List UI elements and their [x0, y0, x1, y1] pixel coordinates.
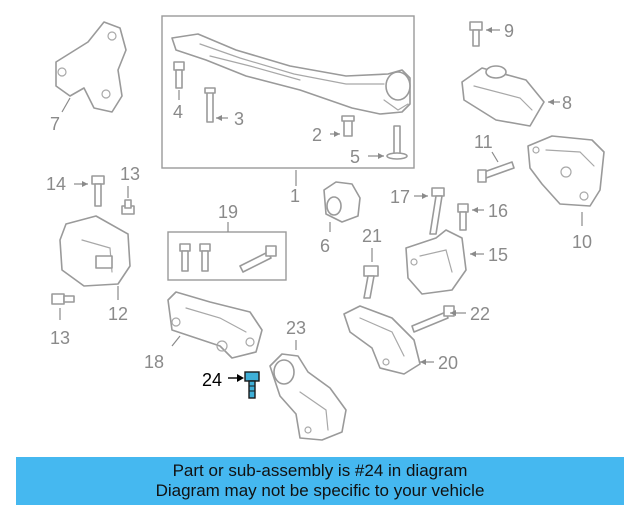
- callout-23: 23: [286, 318, 306, 338]
- callout-11: 11: [474, 132, 493, 152]
- banner-line-2: Diagram may not be specific to your vehi…: [155, 481, 485, 500]
- callout-19: 19: [218, 202, 238, 222]
- info-banner: Part or sub-assembly is #24 in diagram D…: [16, 457, 624, 505]
- part-12-mount[interactable]: [59, 215, 131, 287]
- part-14-bolt[interactable]: [91, 175, 105, 207]
- part-20-bracket[interactable]: [343, 305, 421, 375]
- callout-7: 7: [50, 114, 60, 134]
- part-13-bolt-upper[interactable]: [121, 199, 135, 215]
- crossmember-group-box: [161, 15, 415, 169]
- callout-8: 8: [562, 93, 572, 113]
- part-10-bracket[interactable]: [527, 135, 605, 207]
- callout-22: 22: [470, 304, 490, 324]
- part-11-bolt[interactable]: [477, 161, 515, 183]
- part-5-bolt[interactable]: [386, 125, 408, 160]
- callout-21: 21: [362, 226, 382, 246]
- exploded-parts-diagram: 1 4 3 2 5: [46, 15, 605, 441]
- callout-3: 3: [234, 109, 244, 129]
- part-2-bolt[interactable]: [341, 115, 355, 137]
- part-23-mount[interactable]: [269, 353, 347, 441]
- part-16-bolt[interactable]: [457, 203, 469, 231]
- part-19-bolts: [179, 243, 277, 273]
- part-24-bolt-highlighted[interactable]: [244, 371, 260, 399]
- callout-24: 24: [202, 370, 222, 390]
- callout-17: 17: [390, 187, 410, 207]
- part-21-bolt[interactable]: [363, 265, 379, 299]
- part-13-bolt-lower[interactable]: [51, 293, 75, 305]
- part-1-crossmember[interactable]: [171, 33, 411, 115]
- callout-4: 4: [173, 102, 183, 122]
- part-8-mount[interactable]: [461, 65, 545, 127]
- callout-10: 10: [572, 232, 592, 252]
- callout-20: 20: [438, 353, 458, 373]
- part-17-bolt[interactable]: [429, 187, 445, 235]
- callout-12: 12: [108, 304, 128, 324]
- callout-14: 14: [46, 174, 66, 194]
- banner-line-1: Part or sub-assembly is #24 in diagram: [172, 461, 468, 480]
- callout-15: 15: [488, 245, 508, 265]
- callout-13-upper: 13: [120, 164, 140, 184]
- callout-2: 2: [312, 125, 322, 145]
- part-22-bolt[interactable]: [411, 305, 455, 333]
- part-6-mount[interactable]: [323, 181, 361, 223]
- part-7-bracket[interactable]: [55, 21, 127, 113]
- part-19-bolt-kit-box[interactable]: [167, 231, 287, 281]
- callout-9: 9: [504, 21, 514, 41]
- callout-13-lower: 13: [50, 328, 70, 348]
- part-4-bolt[interactable]: [173, 61, 185, 89]
- callout-16: 16: [488, 201, 508, 221]
- callout-18: 18: [144, 352, 164, 372]
- part-15-bracket[interactable]: [405, 229, 467, 295]
- callout-5: 5: [350, 147, 360, 167]
- part-18-bracket[interactable]: [167, 291, 263, 359]
- callout-1: 1: [290, 186, 300, 206]
- part-9-bolt[interactable]: [469, 21, 483, 47]
- callout-6: 6: [320, 236, 330, 256]
- part-3-bolt[interactable]: [204, 87, 216, 123]
